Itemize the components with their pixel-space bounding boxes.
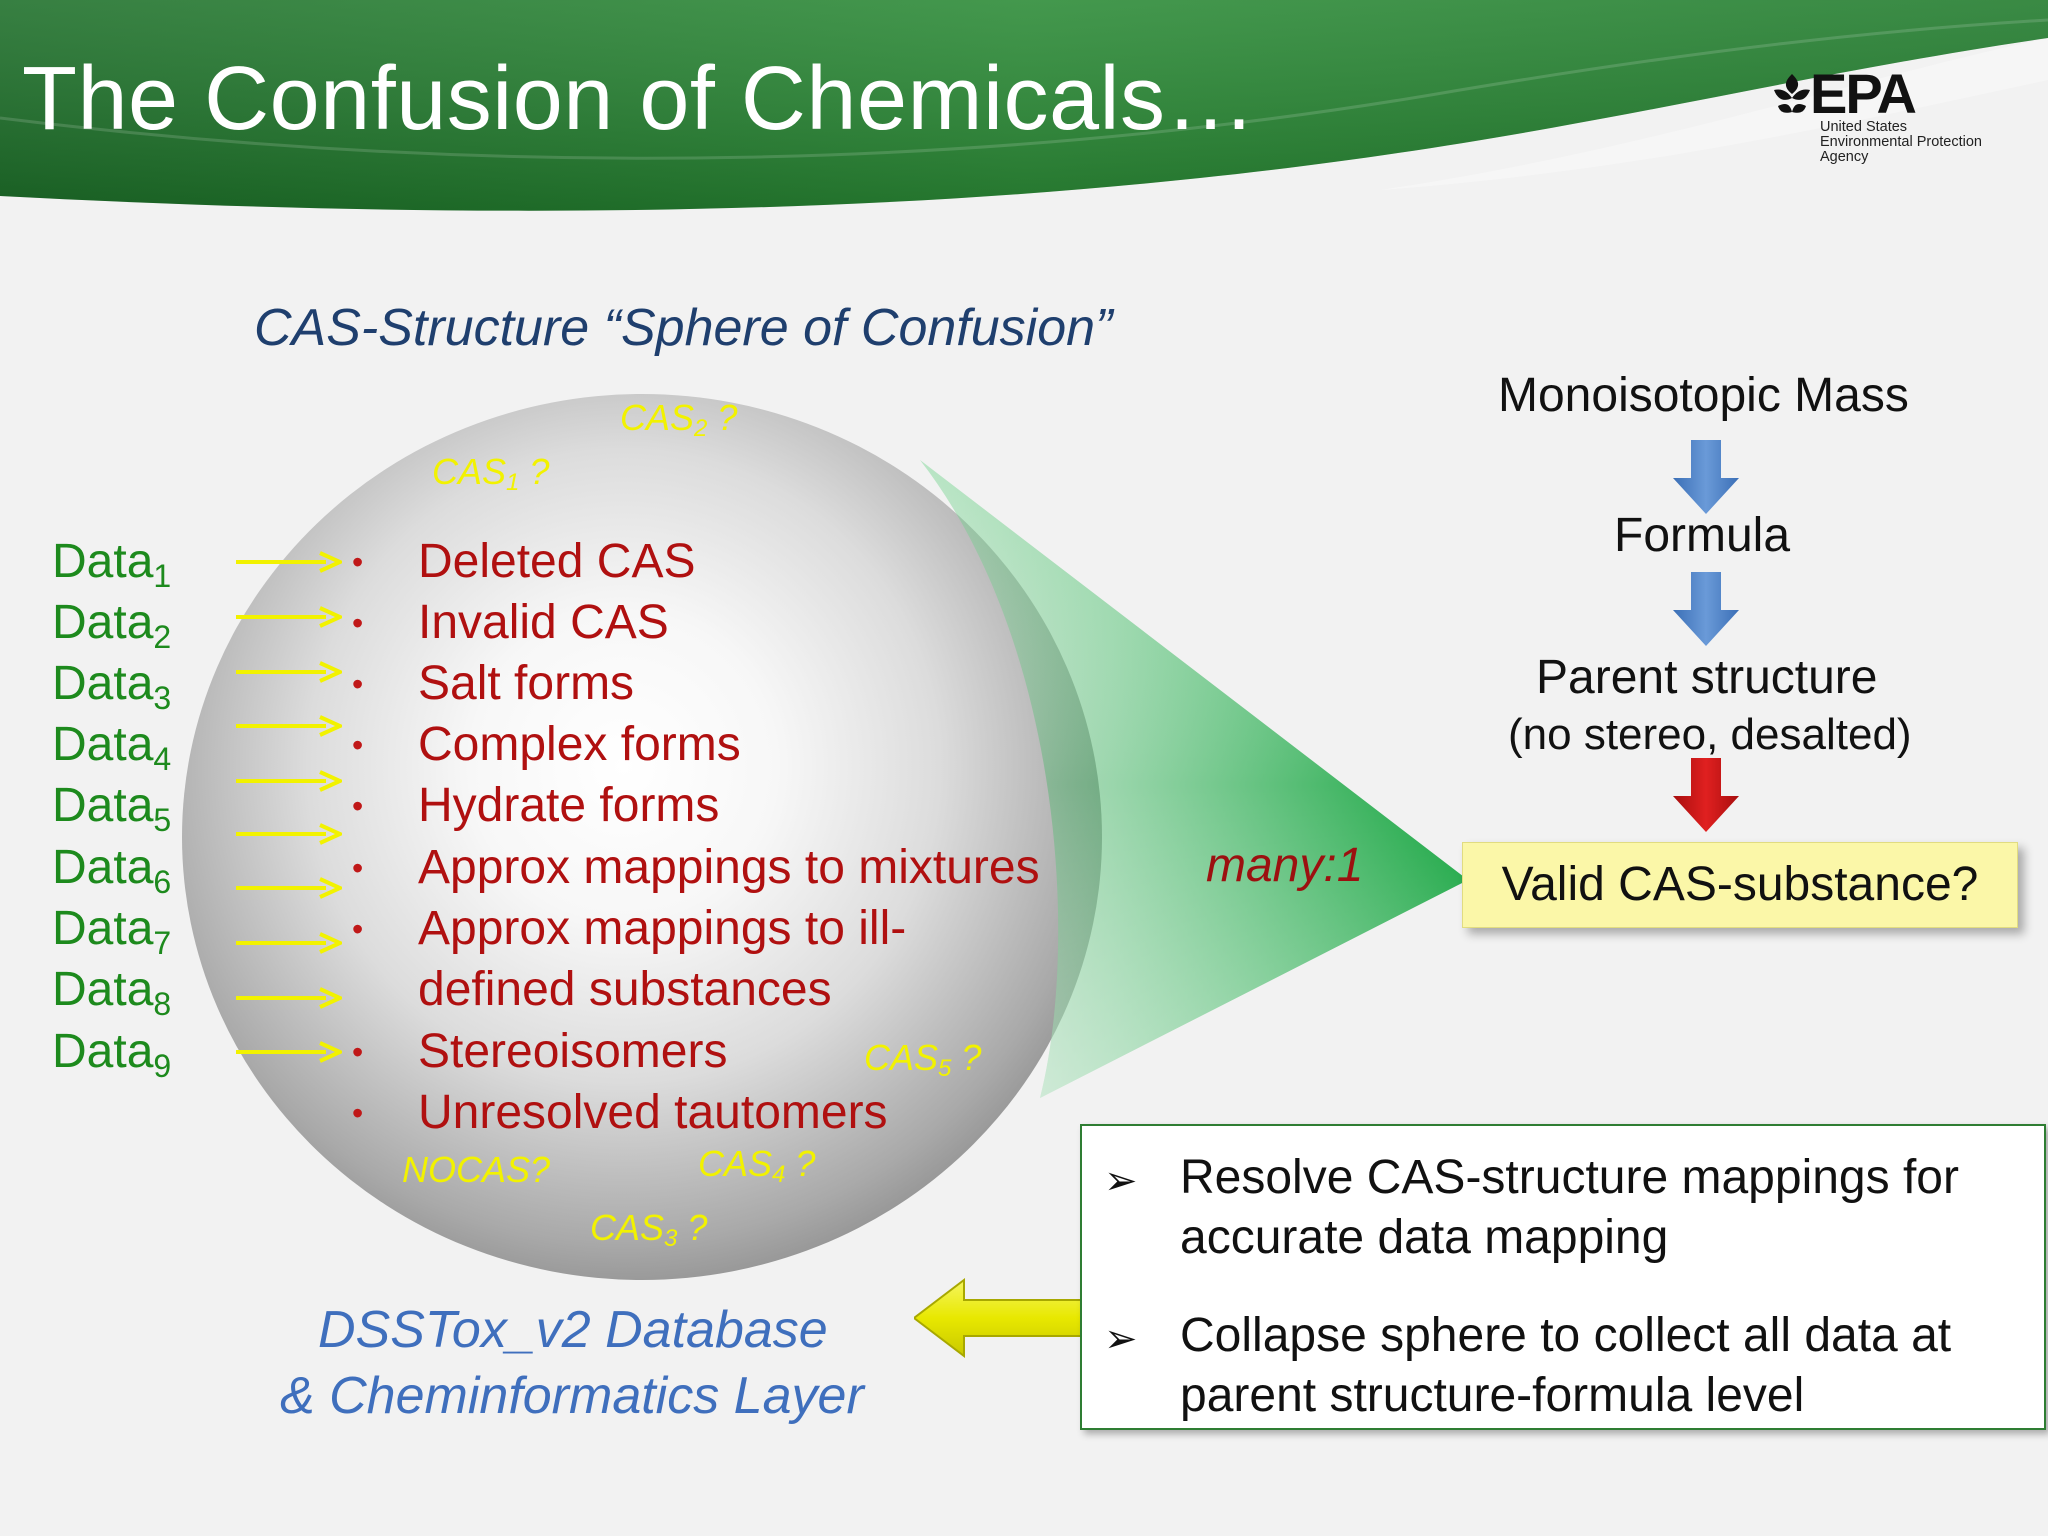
cas-label: CAS4 ? xyxy=(698,1143,816,1188)
data-label: Data9 xyxy=(52,1025,172,1084)
data-label: Data8 xyxy=(52,963,172,1022)
confusion-item: Hydrate forms xyxy=(418,779,720,832)
confusion-item: Deleted CAS xyxy=(418,535,696,588)
data-label: Data5 xyxy=(52,779,172,838)
data-label: Data7 xyxy=(52,902,172,961)
epa-line-1: United States xyxy=(1820,119,1908,135)
step-parent-structure: Parent structure xyxy=(1536,651,1878,704)
step-formula: Formula xyxy=(1614,509,1791,562)
bullet-dot: • xyxy=(352,911,364,947)
data-label: Data6 xyxy=(52,841,172,900)
red-down-arrow-icon xyxy=(1673,758,1739,832)
confusion-item: defined substances xyxy=(418,963,832,1016)
header-banner xyxy=(0,0,2048,211)
yellow-arrow-icon xyxy=(236,877,342,899)
yellow-arrow-icon xyxy=(236,551,342,573)
epa-wordmark: EPA xyxy=(1810,62,1917,125)
yellow-left-arrow-icon xyxy=(914,1278,1083,1358)
bullet-dot: • xyxy=(352,788,364,824)
bullet-dot: • xyxy=(352,1095,364,1131)
bullet-dot: • xyxy=(352,605,364,641)
data-label: Data4 xyxy=(52,718,172,777)
nocas-label: NOCAS? xyxy=(402,1149,551,1190)
chevron-bullet-icon: ➢ xyxy=(1104,1159,1138,1203)
blue-down-arrow-icon xyxy=(1673,440,1739,514)
cas-label: CAS1 ? xyxy=(432,451,550,496)
bullet-dot: • xyxy=(352,666,364,702)
yellow-arrow-icon xyxy=(236,770,342,792)
summary-box: ➢ Resolve CAS-structure mappings for acc… xyxy=(1080,1124,2046,1430)
many-to-one-label: many:1 xyxy=(1206,839,1364,892)
step-monoisotopic-mass: Monoisotopic Mass xyxy=(1498,369,1909,422)
confusion-item: Stereoisomers xyxy=(418,1025,728,1078)
epa-line-3: Agency xyxy=(1820,149,1869,165)
yellow-arrow-icon xyxy=(236,606,342,628)
confusion-item: Approx mappings to mixtures xyxy=(418,841,1040,894)
bullet-dot: • xyxy=(352,1034,364,1070)
confusion-item: Salt forms xyxy=(418,657,635,710)
yellow-arrow-icon xyxy=(236,823,342,845)
page-title: The Confusion of Chemicals… xyxy=(22,49,1257,149)
valid-cas-text: Valid CAS-substance? xyxy=(1501,858,1979,911)
epa-line-2: Environmental Protection xyxy=(1820,134,1982,150)
cas-label: CAS2 ? xyxy=(620,397,738,442)
sphere-title: CAS-Structure “Sphere of Confusion” xyxy=(254,299,1113,357)
summary-line: Collapse sphere to collect all data at xyxy=(1180,1309,1952,1362)
summary-line: accurate data mapping xyxy=(1180,1211,1669,1264)
bullet-dot: • xyxy=(352,544,364,580)
epa-logo: EPA United States Environmental Protecti… xyxy=(1770,64,2010,170)
chevron-bullet-icon: ➢ xyxy=(1104,1317,1138,1361)
yellow-arrow-icon xyxy=(236,1041,342,1063)
valid-cas-box: Valid CAS-substance? xyxy=(1462,842,2018,928)
bullet-dot: • xyxy=(352,850,364,886)
confusion-item: Unresolved tautomers xyxy=(418,1086,888,1139)
data-label: Data2 xyxy=(52,596,172,655)
confusion-item: Complex forms xyxy=(418,718,741,771)
yellow-arrow-icon xyxy=(236,987,342,1009)
epa-flower-icon xyxy=(1774,74,1810,113)
summary-line: Resolve CAS-structure mappings for xyxy=(1180,1151,1959,1204)
confusion-item: Approx mappings to ill- xyxy=(418,902,907,955)
data-label: Data1 xyxy=(52,535,172,594)
blue-down-arrow-icon xyxy=(1673,572,1739,646)
cas-label: CAS3 ? xyxy=(590,1207,708,1252)
confusion-item: Invalid CAS xyxy=(418,596,669,649)
cas-label: CAS5 ? xyxy=(864,1037,982,1082)
yellow-arrow-icon xyxy=(236,661,342,683)
yellow-arrow-icon xyxy=(236,715,342,737)
bullet-dot: • xyxy=(352,727,364,763)
data-label: Data3 xyxy=(52,657,172,716)
database-title-line1: DSSTox_v2 Database xyxy=(318,1301,828,1359)
yellow-arrow-icon xyxy=(236,932,342,954)
summary-line: parent structure-formula level xyxy=(1180,1369,1805,1422)
database-title-line2: & Cheminformatics Layer xyxy=(280,1367,864,1425)
step-parent-note: (no stereo, desalted) xyxy=(1508,710,1912,759)
